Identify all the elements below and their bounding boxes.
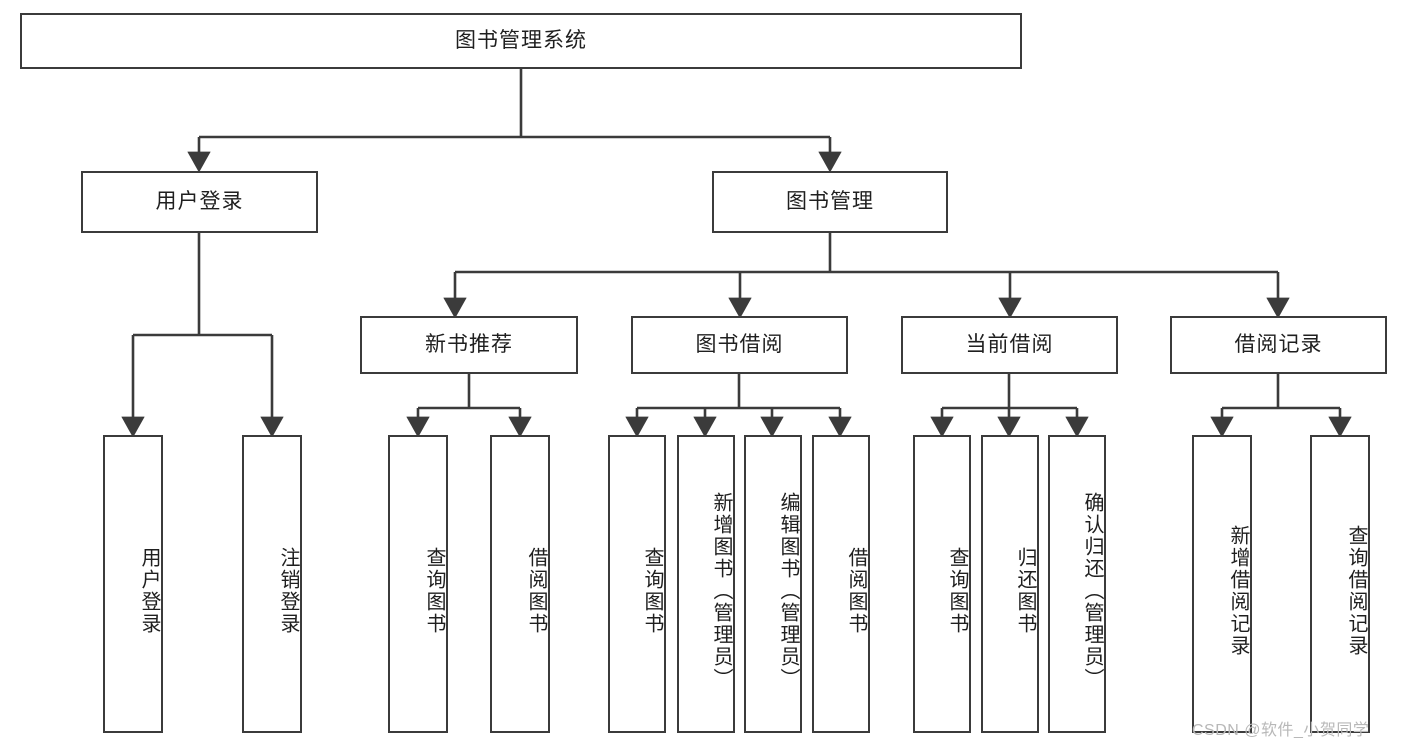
node-label: 归还图书: [1014, 547, 1036, 635]
node-root-system[interactable]: 图书管理系统: [20, 13, 1022, 69]
node-label: 新增图书（管理员）: [710, 492, 732, 690]
node-label: 当前借阅: [965, 333, 1054, 357]
node-current-borrow[interactable]: 当前借阅: [901, 316, 1118, 374]
node-label: 查询图书: [946, 547, 968, 635]
node-label: 用户登录: [138, 547, 160, 635]
leaf-record-query-borrow-record[interactable]: 查询借阅记录: [1310, 435, 1370, 733]
node-label: 借阅图书: [525, 547, 547, 635]
leaf-borrow-edit-book-admin[interactable]: 编辑图书（管理员）: [744, 435, 802, 733]
leaf-recommend-borrow-book[interactable]: 借阅图书: [490, 435, 550, 733]
node-label: 新书推荐: [425, 333, 513, 357]
node-label: 查询图书: [641, 547, 663, 635]
node-label: 借阅记录: [1234, 333, 1323, 357]
node-label: 借阅图书: [845, 547, 867, 635]
leaf-recommend-query-book[interactable]: 查询图书: [388, 435, 448, 733]
node-book-borrow[interactable]: 图书借阅: [631, 316, 848, 374]
node-user-login[interactable]: 用户登录: [81, 171, 318, 233]
node-label: 编辑图书（管理员）: [777, 492, 799, 690]
node-label: 新增借阅记录: [1227, 525, 1249, 657]
leaf-borrow-add-book-admin[interactable]: 新增图书（管理员）: [677, 435, 735, 733]
node-borrow-record[interactable]: 借阅记录: [1170, 316, 1387, 374]
csdn-watermark: CSDN @软件_小贺同学: [1192, 722, 1370, 739]
leaf-current-return-book[interactable]: 归还图书: [981, 435, 1039, 733]
node-label: 图书管理系统: [455, 29, 587, 53]
leaf-current-confirm-return-admin[interactable]: 确认归还（管理员）: [1048, 435, 1106, 733]
node-label: 查询图书: [423, 547, 445, 635]
leaf-current-query-book[interactable]: 查询图书: [913, 435, 971, 733]
leaf-user-logout[interactable]: 注销登录: [242, 435, 302, 733]
node-label: 确认归还（管理员）: [1081, 492, 1103, 690]
leaf-record-add-borrow-record[interactable]: 新增借阅记录: [1192, 435, 1252, 733]
node-label: 用户登录: [155, 190, 244, 214]
node-book-management[interactable]: 图书管理: [712, 171, 948, 233]
leaf-borrow-query-book[interactable]: 查询图书: [608, 435, 666, 733]
leaf-borrow-borrow-book[interactable]: 借阅图书: [812, 435, 870, 733]
node-label: 注销登录: [277, 547, 299, 635]
node-new-book-recommend[interactable]: 新书推荐: [360, 316, 578, 374]
node-label: 图书借阅: [695, 333, 784, 357]
node-label: 图书管理: [786, 190, 874, 214]
node-label: 查询借阅记录: [1345, 525, 1367, 657]
leaf-user-login[interactable]: 用户登录: [103, 435, 163, 733]
